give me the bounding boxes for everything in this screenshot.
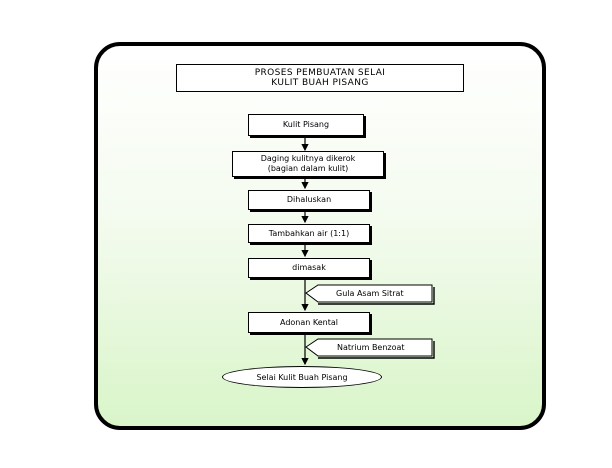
- input-shape-2: [305, 338, 433, 357]
- step-kulit-pisang: Kulit Pisang: [248, 114, 364, 136]
- input-shadow-1: [318, 287, 435, 305]
- step-label: Dihaluskan: [286, 195, 332, 204]
- step-label: Kulit Pisang: [282, 120, 330, 129]
- input-shape-1: [305, 284, 433, 303]
- title-line-2: KULIT BUAH PISANG: [271, 78, 369, 88]
- step-adonan-kental: Adonan Kental: [248, 312, 370, 333]
- final-product-oval: Selai Kulit Buah Pisang: [222, 366, 382, 388]
- step-dihaluskan: Dihaluskan: [248, 190, 370, 210]
- step-daging-dikerok: Daging kulitnya dikerok (bagian dalam ku…: [232, 151, 384, 177]
- final-label: Selai Kulit Buah Pisang: [256, 372, 348, 382]
- step-label-line-1: Daging kulitnya dikerok: [260, 154, 356, 163]
- step-tambahkan-air: Tambahkan air (1:1): [248, 224, 370, 243]
- step-label: Adonan Kental: [280, 317, 338, 327]
- diagram-title: PROSES PEMBUATAN SELAI KULIT BUAH PISANG: [176, 64, 464, 92]
- input-shadow-2: [318, 341, 435, 359]
- input-label-gula-asam-sitrat: Gula Asam Sitrat: [336, 289, 404, 298]
- step-label: Tambahkan air (1:1): [268, 228, 350, 238]
- step-label: dimasak: [292, 263, 326, 272]
- step-dimasak: dimasak: [248, 258, 370, 278]
- step-label-line-2: (bagian dalam kulit): [267, 164, 349, 173]
- input-label-natrium-benzoat: Natrium Benzoat: [337, 343, 405, 352]
- title-line-1: PROSES PEMBUATAN SELAI: [254, 68, 386, 78]
